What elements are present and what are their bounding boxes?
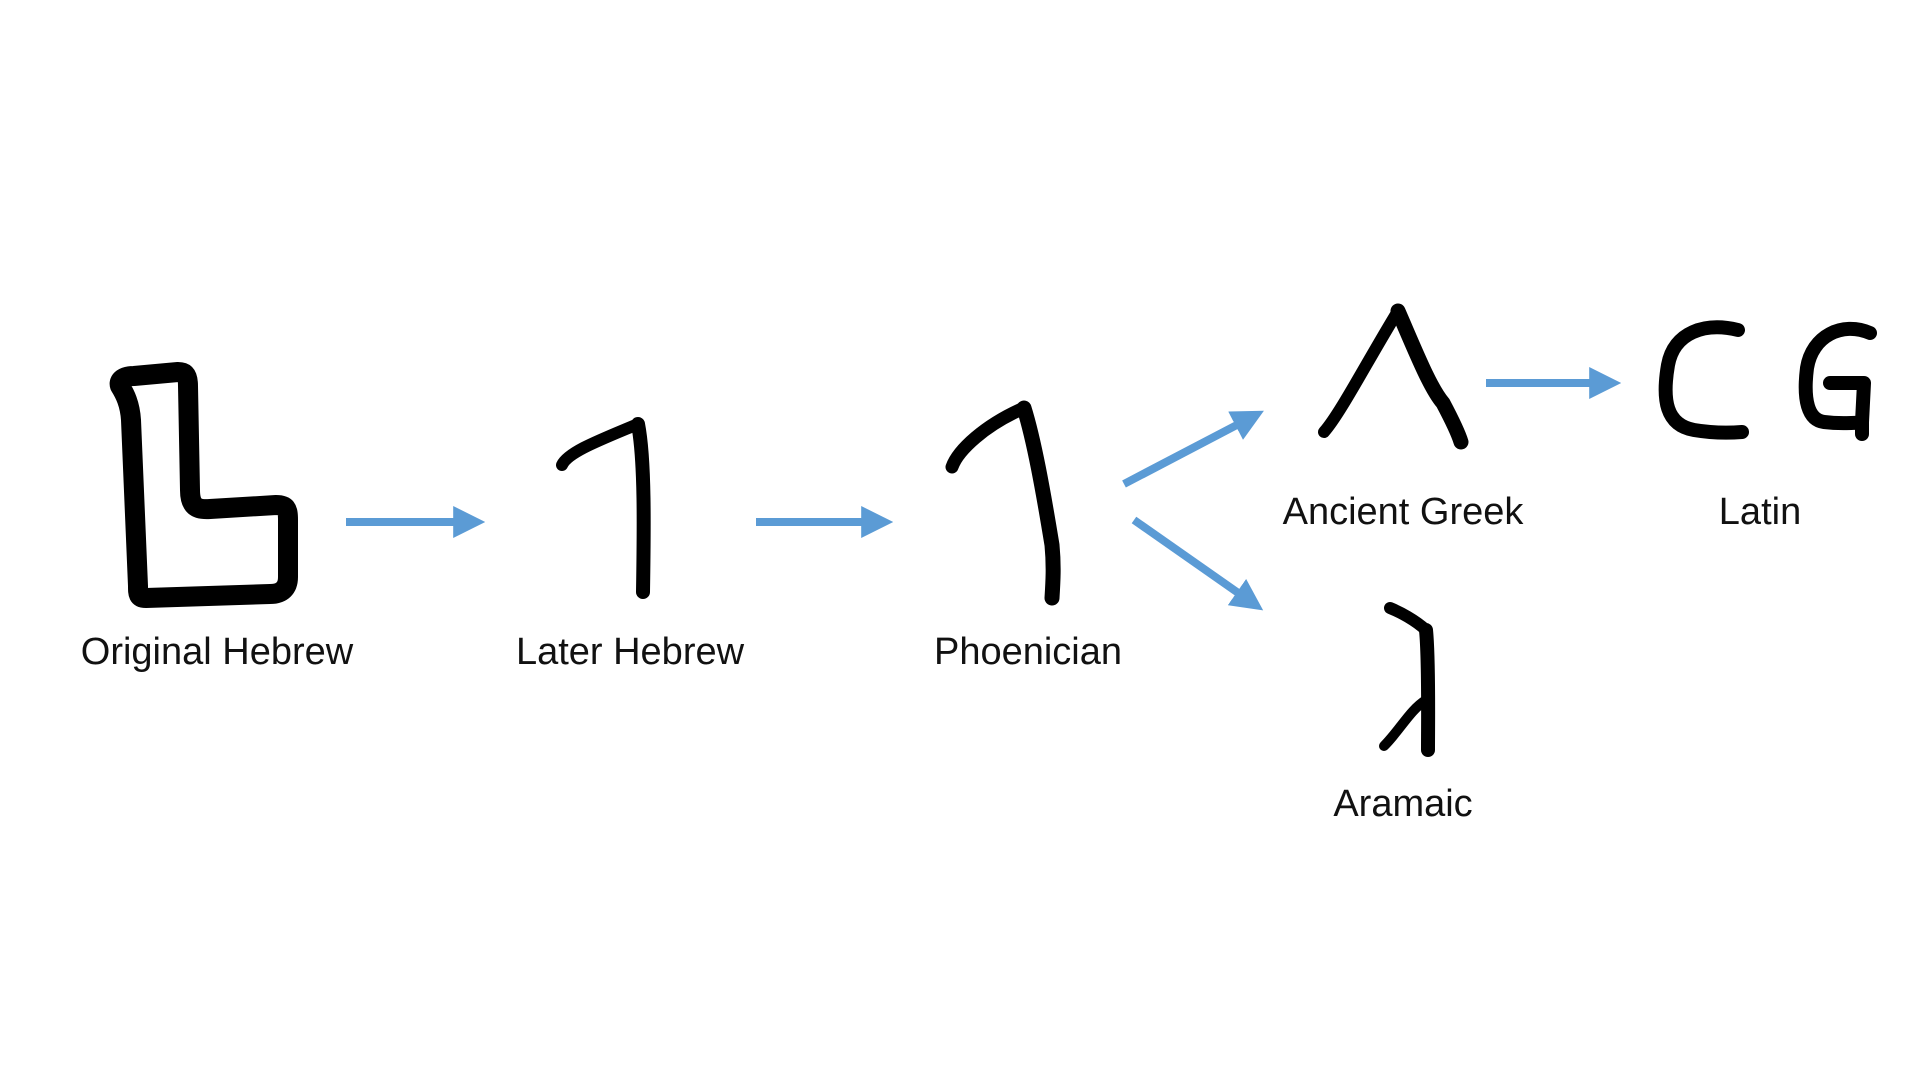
label-ancient-greek: Ancient Greek [1282, 491, 1524, 533]
hook-stroke-glyph-icon [556, 417, 651, 599]
label-phoenician: Phoenician [933, 631, 1123, 673]
aramaic-gimel-glyph-icon [1379, 602, 1436, 757]
arrow-phoenician-to-aramaic [1131, 516, 1264, 611]
label-aramaic: Aramaic [1333, 783, 1473, 825]
arrow-phoenician-to-greek [1122, 410, 1264, 488]
curved-hook-glyph-icon [945, 400, 1061, 606]
bent-stroke-glyph-icon [109, 362, 298, 608]
flow-arrows [346, 367, 1622, 611]
label-later-hebrew: Later Hebrew [515, 631, 745, 673]
label-latin: Latin [1718, 491, 1802, 533]
label-original-hebrew: Original Hebrew [80, 631, 354, 673]
latin-c-g-glyph-icon [1658, 320, 1877, 441]
lambda-like-glyph-icon [1318, 303, 1469, 450]
